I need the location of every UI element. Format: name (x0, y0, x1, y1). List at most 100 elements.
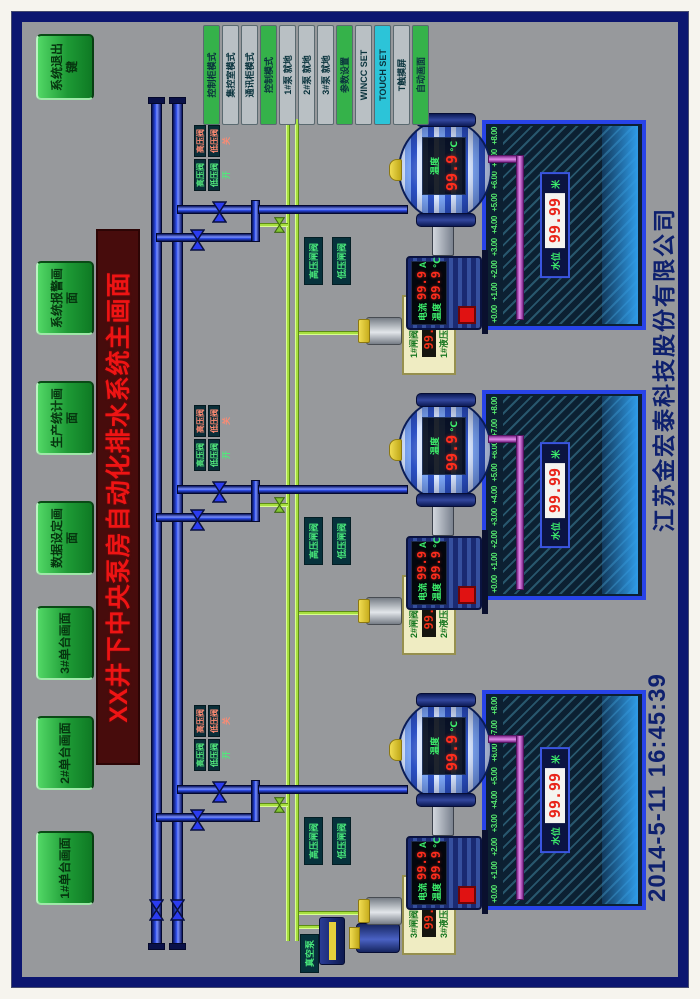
pump-3-accumulator (366, 897, 402, 925)
vacuum-pump-label: 真空泵 (300, 933, 319, 973)
mode-strip-11[interactable]: T触摸屏 (393, 25, 410, 125)
valve-open-indicator: 高压阀开 (194, 439, 217, 471)
pump-2-priming-valve[interactable] (274, 497, 285, 513)
pump-2-low-valve[interactable] (212, 481, 227, 503)
level-value: 99.99 (545, 767, 565, 824)
valve-open-indicator: 低压阀开 (208, 739, 231, 771)
sump-water (602, 396, 638, 594)
pump-1-valve-status: 高压阀开 高压阀关 低压阀开 低压阀关 (194, 125, 231, 191)
valve-open-indicator: 高压阀开 (194, 739, 217, 771)
level-mark: +5.00 (490, 193, 499, 212)
pump-2-hydraulic-line (299, 611, 359, 615)
nav-button-5[interactable]: 生产统计画面 (36, 381, 94, 455)
level-scale: +0.00+1.00+2.00+3.00+4.00+5.00+6.00+7.00… (490, 697, 499, 903)
datetime-display: 2014-5-11 16:45:39 (644, 673, 671, 902)
mode-strip-1[interactable]: 控制柜模式 (203, 25, 220, 125)
pump-3-high-valve-label: 高压闸阀 (304, 816, 323, 865)
level-scale: +0.00+1.00+2.00+3.00+4.00+5.00+6.00+7.00… (490, 397, 499, 593)
mode-strip-7[interactable]: 3#泵 就地 (317, 25, 334, 125)
pump-1-priming-valve[interactable] (274, 217, 285, 233)
pump-1-high-valve[interactable] (190, 229, 205, 251)
level-mark: +4.00 (490, 486, 499, 504)
pump-1-riser-high (156, 233, 258, 242)
nav-button-6[interactable]: 系统报警画面 (36, 261, 94, 335)
pipe-end-cap (148, 943, 165, 950)
motor-temp-unit: ℃ (432, 257, 443, 269)
motor-temp-label: 温度 (432, 882, 443, 901)
pump-1-low-valve[interactable] (212, 201, 227, 223)
pump-2-riser-high (156, 513, 258, 522)
current-value: 99.9 (414, 851, 429, 880)
pipe-end-cap (169, 943, 186, 950)
mode-strip-4[interactable]: 控制模式 (260, 25, 277, 125)
pump-3-motor-base (482, 830, 488, 914)
pump-temp-value: 99.9 (443, 734, 462, 772)
pump-temp-label: 温度 (429, 157, 440, 176)
nav-button-3[interactable]: 3#单台画面 (36, 606, 94, 680)
water-sump-1: +0.00+1.00+2.00+3.00+4.00+5.00+6.00+7.00… (482, 120, 646, 330)
main-high-valve[interactable] (149, 899, 164, 921)
level-mark: +1.00 (490, 282, 499, 301)
level-mark: +8.00 (490, 397, 499, 415)
pump-2-alarm-indicator (458, 586, 476, 604)
pump-3-low-valve-label: 低压闸阀 (332, 816, 351, 865)
level-label: 水位 (550, 252, 561, 271)
level-mark: +5.00 (490, 463, 499, 482)
nav-button-1[interactable]: 1#单台画面 (36, 831, 94, 905)
system-exit-button[interactable]: 系统退出键 (36, 34, 94, 100)
current-value: 99.9 (414, 551, 429, 580)
mode-strip-10[interactable]: TOUCH SET (374, 25, 391, 125)
current-value: 99.9 (414, 271, 429, 300)
motor-temp-unit: ℃ (432, 837, 443, 849)
pump-1-suction-header (516, 155, 524, 320)
level-mark: +2.00 (490, 260, 499, 279)
pump-3-high-valve[interactable] (190, 809, 205, 831)
level-unit: 米 (550, 754, 561, 764)
water-sump-2: +0.00+1.00+2.00+3.00+4.00+5.00+6.00+7.00… (482, 390, 646, 600)
level-mark: +3.00 (490, 508, 499, 527)
nav-button-2[interactable]: 2#单台画面 (36, 716, 94, 790)
valve-open-indicator: 低压阀开 (208, 439, 231, 471)
pump-1-motor-base (482, 250, 488, 334)
mode-strip-8[interactable]: 参数设置 (336, 25, 353, 125)
pump-1-motor: 电流 99.9 A 温度 99.9 ℃ (406, 256, 482, 330)
mode-strip-3[interactable]: 通讯柜模式 (241, 25, 258, 125)
current-unit: A (417, 541, 428, 549)
mode-strip-5[interactable]: 1#泵 就地 (279, 25, 296, 125)
nav-button-4[interactable]: 数据设定画面 (36, 501, 94, 575)
page-title: XX井下中央泵房自动化排水系统主画面 (96, 229, 140, 765)
mode-strip-6[interactable]: 2#泵 就地 (298, 25, 315, 125)
priming-line-2 (295, 119, 299, 941)
valve-closed-indicator: 高压阀关 (194, 125, 217, 157)
pump-1-low-valve-label: 低压闸阀 (332, 236, 351, 285)
water-level-display-2: 水位 99.99 米 (540, 441, 570, 549)
pump-2-high-valve[interactable] (190, 509, 205, 531)
pipe-end-cap (148, 97, 165, 104)
pump-2-discharge-flange (416, 393, 476, 407)
sump-water (602, 126, 638, 324)
current-unit: A (417, 841, 428, 849)
pump-temp-value: 99.9 (443, 154, 462, 192)
level-mark: +5.00 (490, 767, 499, 786)
current-unit: A (417, 261, 428, 269)
level-unit: 米 (550, 449, 561, 459)
motor-temp-value: 99.9 (429, 271, 444, 300)
valve-closed-indicator: 低压阀关 (208, 705, 231, 737)
level-unit: 米 (550, 179, 561, 189)
mode-strip-2[interactable]: 集控室模式 (222, 25, 239, 125)
pump-3-suction-header (516, 735, 524, 900)
motor-temp-value: 99.9 (429, 551, 444, 580)
pump-3-motor: 电流 99.9 A 温度 99.9 ℃ (406, 836, 482, 910)
level-mark: +8.00 (490, 127, 499, 145)
sump-water (602, 696, 638, 904)
pump-1-alarm-indicator (458, 306, 476, 324)
pump-3-low-valve[interactable] (212, 781, 227, 803)
pump-temp-unit: ℃ (449, 140, 460, 152)
level-value: 99.99 (545, 192, 565, 249)
main-low-valve[interactable] (170, 899, 185, 921)
pump-3-priming-valve[interactable] (274, 797, 285, 813)
mode-strip-12[interactable]: 自动画面 (412, 25, 429, 125)
pump-1-suction-flange (416, 213, 476, 227)
motor-temp-unit: ℃ (432, 537, 443, 549)
mode-strip-9[interactable]: WINCC SET (355, 25, 372, 125)
